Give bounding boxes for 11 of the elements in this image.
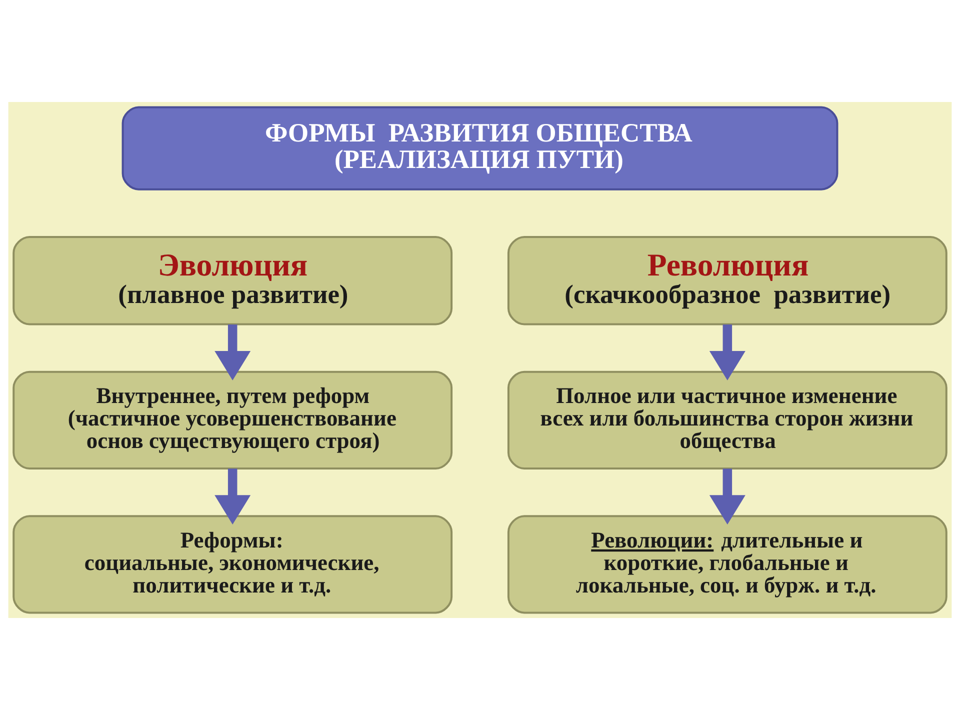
arrow (214, 324, 251, 380)
node-box: Эволюция (плавное развитие) (12, 236, 453, 326)
node-box: ФОРМЫ РАЗВИТИЯ ОБЩЕСТВА (РЕАЛИЗАЦИЯ ПУТИ) (122, 106, 838, 190)
node-box: Реформы: социальные, экономические, политические и т.д. (12, 515, 453, 614)
arrow (214, 468, 251, 525)
node-box: Полное или частичное изменение всех или большинства сторон жизни общества (507, 370, 948, 470)
node-box: Внутреннее, путем реформ (частичное усовершенствование основ существующего строя) (12, 370, 453, 470)
arrow (709, 324, 746, 380)
node-box: Революции: длительные и короткие, глобальные и локальные, соц. и бурж. и т.д. (507, 515, 948, 614)
arrow (709, 468, 746, 525)
node-box: Революция (скачкообразное развитие) (507, 236, 948, 326)
